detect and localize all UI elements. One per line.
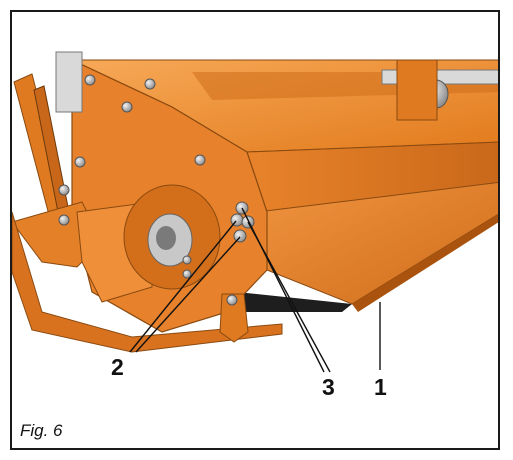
leader-lines xyxy=(129,207,381,373)
front-skid xyxy=(12,211,283,353)
plate-bolts xyxy=(58,74,238,306)
flap-shadow xyxy=(237,292,352,312)
shaft-bracket xyxy=(396,59,438,121)
callout-1: 1 xyxy=(374,374,387,400)
figure-caption: Fig. 6 xyxy=(20,421,63,440)
figure-frame: 2 3 1 Fig. 6 xyxy=(10,10,500,450)
leveling-flap-edge xyxy=(352,214,498,312)
rotary-tiller-illustration xyxy=(12,51,498,373)
callout-3: 3 xyxy=(322,374,335,400)
top-link-bracket xyxy=(55,51,83,113)
rotor-hub-inner xyxy=(156,226,176,250)
callout-2: 2 xyxy=(111,354,124,380)
right-skid xyxy=(219,293,249,343)
